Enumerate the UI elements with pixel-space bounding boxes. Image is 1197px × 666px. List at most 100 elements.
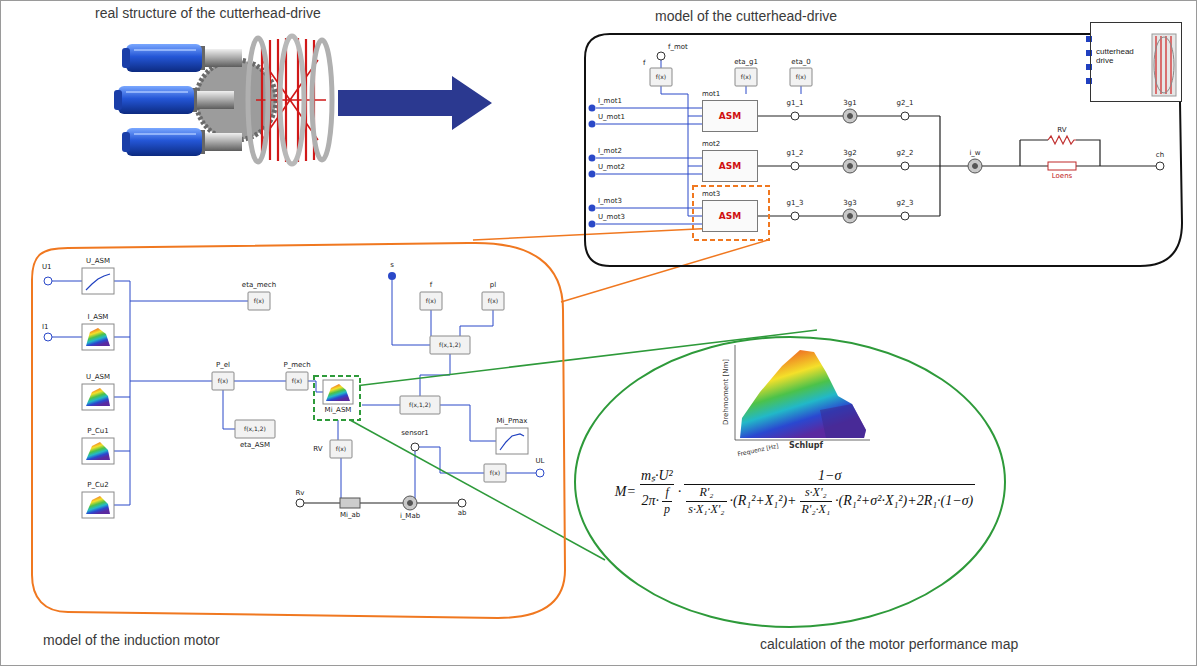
gear-symbol — [848, 164, 853, 169]
torque-formula: M=mₛ·U²2π·fp·1−σR'₂s·X₁·X'₂·(R₁²+X₁²)+s·… — [585, 468, 1005, 516]
function-block — [235, 420, 275, 438]
table-icon — [86, 388, 110, 406]
subsystem-art — [1086, 22, 1182, 102]
signal-name: P_Cu2 — [87, 482, 109, 489]
zoom-connector — [473, 229, 702, 240]
function-text: f(x) — [426, 298, 436, 304]
table-icon — [82, 492, 114, 518]
signal-wire — [661, 60, 662, 68]
function-block — [430, 336, 470, 354]
axis-label: Frequenz [Hz] — [737, 443, 779, 458]
signal-wire — [415, 447, 536, 503]
fraction: s·X'₂ R'₂·X₁ — [800, 486, 833, 515]
signal-name: I1 — [42, 324, 49, 331]
signal-name: g2_3 — [897, 200, 914, 207]
signal-name: U_mot2 — [598, 164, 625, 171]
signal-wire — [746, 86, 801, 94]
function-text: f(x) — [218, 378, 228, 384]
cutterhead-cage — [312, 40, 332, 160]
shaft-line — [304, 116, 1156, 503]
fraction: fp — [662, 486, 672, 515]
zoom-connector — [359, 330, 817, 385]
gear-symbol — [973, 164, 978, 169]
signal-name: f — [430, 282, 432, 289]
zoom-line — [350, 420, 605, 560]
signal-name: P_mech — [283, 362, 310, 369]
signal-wire — [130, 301, 323, 392]
formula-term: M= — [615, 484, 636, 499]
table-icon — [82, 268, 114, 294]
formula-term: s·X'₂ — [805, 486, 827, 499]
model-region: model of the induction motorMi_ASM — [28, 240, 568, 655]
signal-name: RV — [313, 446, 322, 453]
subsystem-art — [1086, 50, 1092, 56]
function-block — [248, 292, 270, 310]
performance-map-plot — [820, 404, 866, 438]
function-text: f(x) — [488, 298, 498, 304]
formula-term: mₛ·U² — [641, 468, 673, 483]
formula-term: R'₂·X₁ — [802, 503, 831, 516]
signal-name: I_mot3 — [598, 198, 622, 205]
formula-row: R'₂s·X₁·X'₂·(R₁²+X₁²)+s·X'₂R'₂·X₁·(R₁²+σ… — [686, 486, 973, 515]
signal-name: UL — [535, 458, 544, 465]
signal-name: P_el — [216, 362, 230, 369]
function-block — [735, 68, 757, 86]
fraction: mₛ·U² 2π·fp — [639, 468, 675, 516]
motor-illustration — [126, 91, 188, 93]
subsystem-box: cutterhead drive — [1090, 22, 1182, 102]
shaft-line — [304, 502, 458, 503]
formula-term: 2π· — [642, 493, 660, 508]
fraction: R'₂s·X₁·X'₂ — [686, 486, 726, 515]
motor-illustration — [194, 91, 234, 109]
table-icon — [86, 328, 110, 346]
function-block — [484, 464, 506, 482]
port-circle — [589, 105, 596, 112]
gear-symbol — [408, 501, 413, 506]
port-circle — [791, 212, 799, 220]
port-circle — [589, 155, 596, 162]
performance-map-plot — [735, 345, 870, 440]
signal-name: g1_1 — [787, 100, 804, 107]
signal-name: i_w — [969, 150, 980, 157]
gear-symbol — [843, 159, 857, 173]
fraction-numerator: f — [663, 486, 670, 500]
signal-name: U_mot1 — [598, 114, 625, 121]
signal-name: s — [390, 262, 394, 269]
signal-name: ch — [1156, 152, 1164, 159]
port-circle — [791, 112, 799, 120]
signal-name: 3g1 — [843, 100, 856, 107]
formula-row: 2π·fp — [642, 486, 673, 515]
fraction-numerator: s·X'₂ — [803, 486, 829, 500]
mass-symbol — [340, 498, 360, 508]
signal-name: sensor1 — [401, 430, 429, 437]
function-text: f(x) — [254, 298, 264, 304]
gear-symbol — [848, 114, 853, 119]
signal-name: U_ASM — [86, 374, 110, 381]
signal-wire — [114, 281, 130, 505]
spring-symbol — [1048, 136, 1076, 144]
function-block — [420, 292, 442, 310]
signal-wire — [52, 60, 801, 505]
signal-name: I_mot1 — [598, 98, 622, 105]
region-title: model of the cutterhead-drive — [655, 8, 837, 25]
shaft-line — [940, 116, 1156, 216]
function-block — [650, 68, 672, 86]
signal-name: mot2 — [702, 141, 720, 148]
motor-illustration — [126, 44, 202, 72]
port-circle — [296, 499, 304, 507]
region-title: calculation of the motor performance map — [760, 636, 1018, 653]
formula-term: · — [678, 484, 682, 499]
formula-term: 1−σ — [818, 468, 841, 483]
function-block — [482, 292, 504, 310]
motor-illustration — [114, 44, 242, 156]
signal-name: U_ASM — [86, 258, 110, 265]
signal-name: ab — [458, 510, 467, 517]
function-block — [790, 68, 812, 86]
port-circle — [1156, 162, 1164, 170]
formula-term: p — [664, 503, 670, 516]
formula-row: M=mₛ·U²2π·fp·1−σR'₂s·X₁·X'₂·(R₁²+X₁²)+s·… — [615, 468, 975, 516]
zoom-line — [561, 240, 768, 302]
fraction-numerator: R'₂ — [697, 486, 715, 500]
